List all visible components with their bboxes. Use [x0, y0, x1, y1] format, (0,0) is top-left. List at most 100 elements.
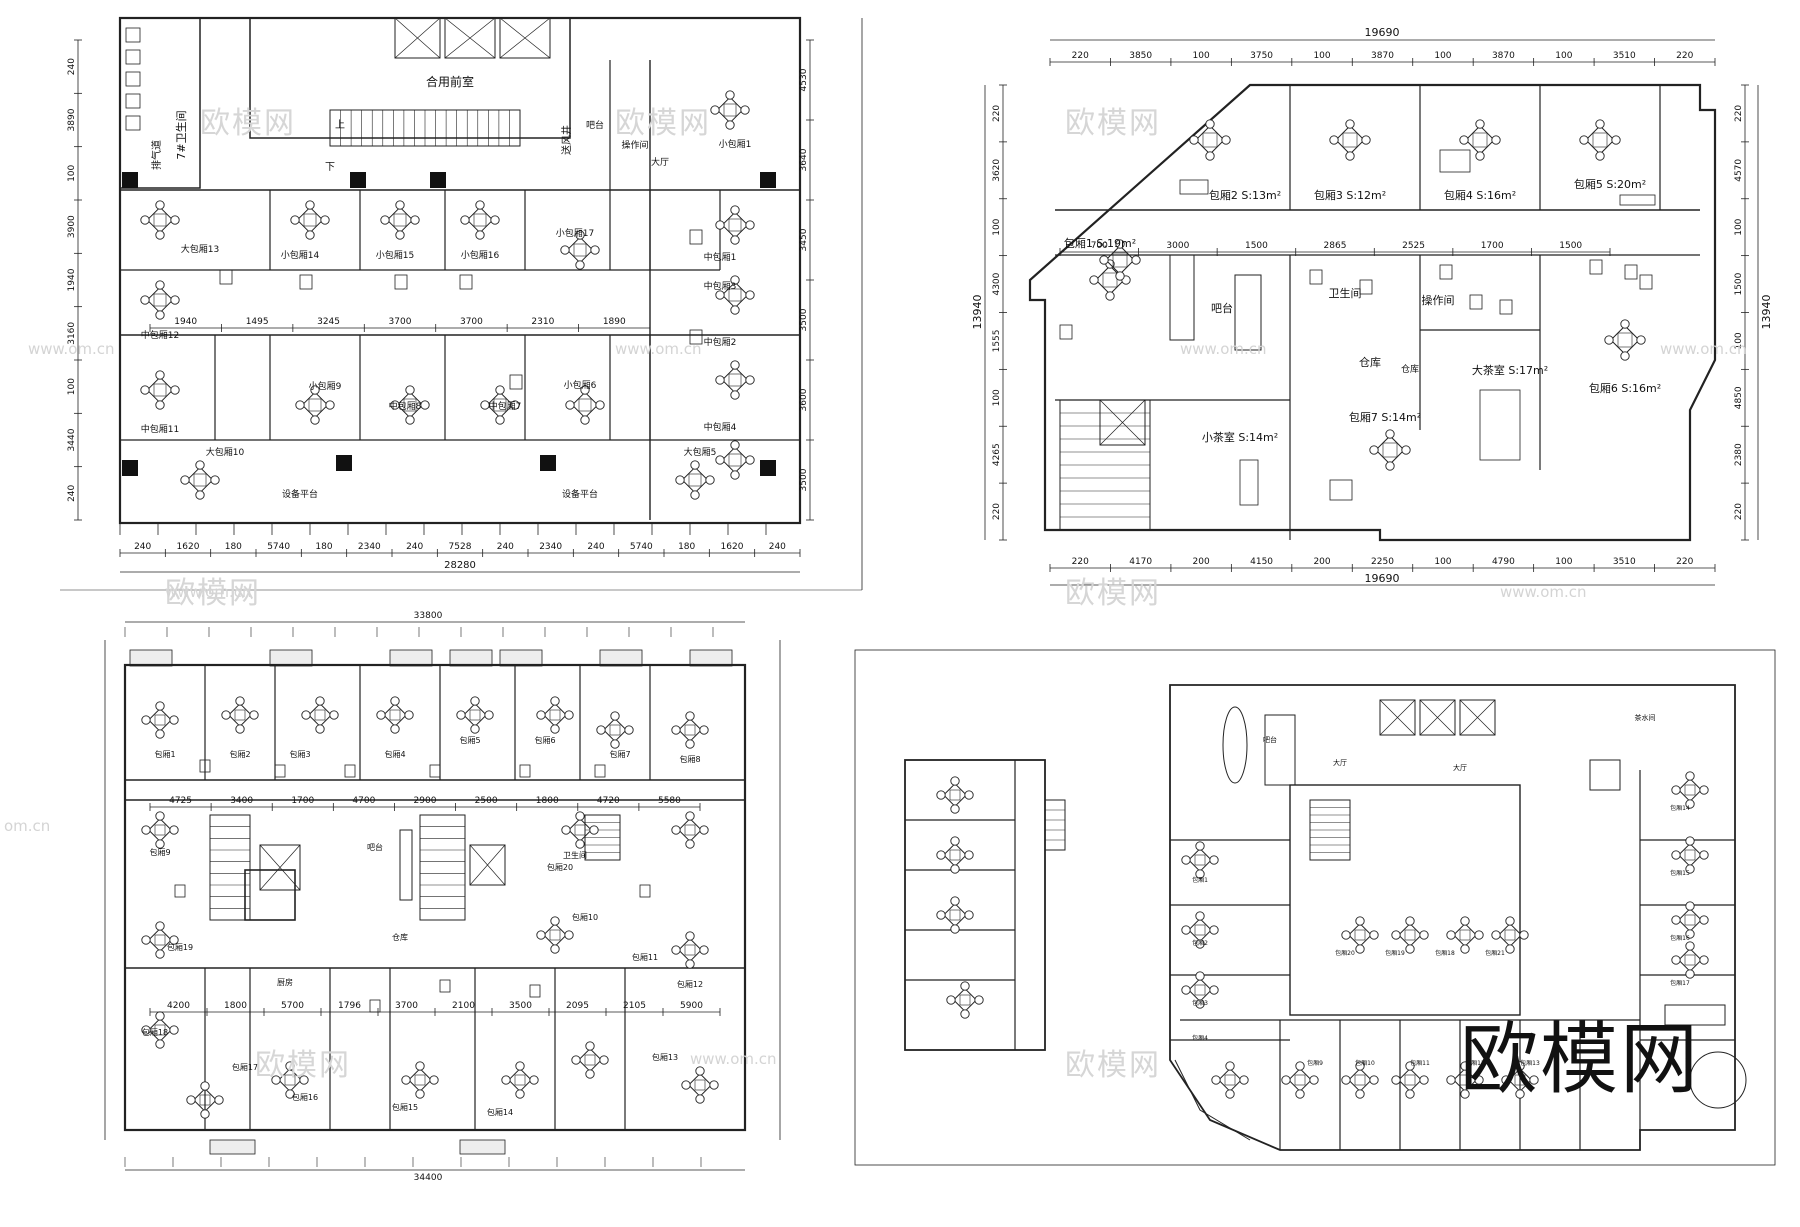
furniture [1619, 194, 1656, 206]
table-inner [308, 398, 322, 412]
toilet-fixture [1639, 274, 1653, 290]
dining-table-set [480, 385, 520, 425]
column-pillar [430, 172, 446, 188]
table-inner [493, 398, 507, 412]
chair [1221, 135, 1231, 145]
dimension-lower: 1800 [224, 1001, 247, 1011]
chair [180, 475, 190, 485]
chair [1685, 771, 1695, 781]
dining-table-set [1181, 841, 1219, 879]
chair [155, 1039, 165, 1049]
chair [140, 295, 150, 305]
table-inner [414, 1074, 426, 1086]
table-inner [199, 1094, 211, 1106]
toilet-fixture [1624, 264, 1638, 280]
chair [1341, 1075, 1351, 1085]
chair [195, 460, 205, 470]
dining-table-set [141, 1011, 179, 1049]
room-label: 包厢2 [229, 749, 250, 759]
chair [456, 710, 466, 720]
room-label: 包厢17 [232, 1062, 258, 1072]
table-inner [949, 909, 961, 921]
chair [950, 924, 960, 934]
dimension-left: 100 [992, 218, 1002, 235]
chair [475, 230, 485, 240]
shaft [259, 844, 301, 891]
dimension-top: 3870 [1371, 51, 1394, 61]
chair [1474, 930, 1484, 940]
table-top [1375, 435, 1405, 465]
chair [1475, 151, 1485, 161]
chair [1595, 151, 1605, 161]
dining-table-set [675, 460, 715, 500]
chair [301, 710, 311, 720]
dining-table-set [456, 696, 494, 734]
chair [585, 1069, 595, 1079]
dining-table-set [1491, 916, 1529, 954]
chair [685, 959, 695, 969]
chair [1491, 930, 1501, 940]
dimension-right: 3450 [799, 228, 809, 251]
dimension-mid: 4700 [352, 796, 375, 806]
dimension-bottom: 220 [1676, 557, 1693, 567]
dimension-top: 100 [1434, 51, 1451, 61]
dimension-right: 220 [1734, 503, 1744, 520]
dining-table-set [186, 1081, 224, 1119]
table-inner [684, 824, 696, 836]
chair [170, 215, 180, 225]
chair [610, 711, 620, 721]
chair [155, 1011, 165, 1021]
dining-table-set [715, 440, 755, 480]
chair [395, 200, 405, 210]
chair [155, 280, 165, 290]
dining-table-set [1671, 771, 1709, 809]
chair [1685, 836, 1695, 846]
chair [715, 220, 725, 230]
dining-table-set [715, 205, 755, 245]
table-top [687, 1072, 713, 1098]
dimension-right: 3640 [799, 148, 809, 171]
chair [964, 790, 974, 800]
chair [1195, 869, 1205, 879]
chair [1361, 135, 1371, 145]
chair [745, 455, 755, 465]
dimension-bottom: 180 [678, 542, 695, 552]
table-inner [154, 934, 166, 946]
chair [315, 696, 325, 706]
table-inner [1684, 784, 1696, 796]
room-label: 包厢4 [384, 749, 405, 759]
chair [745, 220, 755, 230]
dimension-mid: 1800 [536, 796, 559, 806]
chair [1460, 916, 1470, 926]
wall-rect [1379, 699, 1416, 736]
dimension-mid: 2500 [475, 796, 498, 806]
chair [1685, 941, 1695, 951]
chair [169, 825, 179, 835]
dimension-right: 3600 [799, 388, 809, 411]
table-top [466, 206, 494, 234]
table-top [1187, 917, 1213, 943]
chair [1345, 119, 1355, 129]
chair [515, 1061, 525, 1071]
chair [1131, 255, 1141, 265]
chair [589, 825, 599, 835]
chair [575, 811, 585, 821]
wall-line [1459, 699, 1496, 736]
chair [484, 710, 494, 720]
staircase [584, 814, 621, 861]
dimension-lower: 4200 [167, 1001, 190, 1011]
dimension-lower: 3500 [509, 1001, 532, 1011]
room-label: 包厢16 [1670, 934, 1690, 942]
chair [140, 385, 150, 395]
dining-table-set [271, 1061, 309, 1099]
chair [1604, 335, 1614, 345]
chair [671, 825, 681, 835]
room-label: 包厢4 [1192, 1034, 1208, 1042]
table-top [1610, 325, 1640, 355]
chair [305, 200, 315, 210]
dimension-left: 3160 [67, 322, 77, 345]
chair [170, 385, 180, 395]
toilet-fixture [174, 884, 186, 898]
room-label: 操作间 [1422, 293, 1455, 307]
chair [415, 1061, 425, 1071]
